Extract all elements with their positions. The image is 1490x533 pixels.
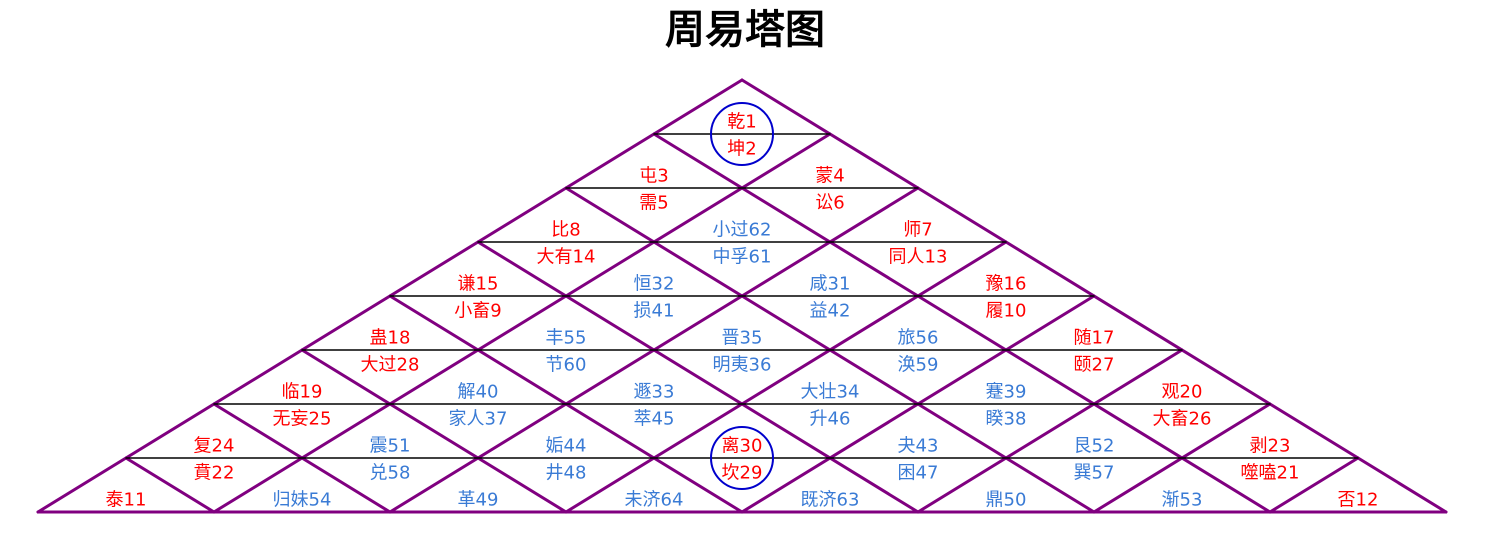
hexagram-label-top: 临19: [282, 382, 323, 403]
hexagram-label-bottom: 履10: [986, 301, 1027, 322]
page-title: 周易塔图: [665, 6, 825, 53]
hexagram-label-bottom: 明夷36: [713, 355, 772, 376]
hexagram-label-bottom: 大有14: [537, 247, 596, 268]
hexagram-label-bottom: 小畜9: [454, 301, 501, 322]
diagonal-left: [916, 348, 1184, 514]
circle-marks: [710, 102, 774, 490]
hexagram-label-top: 夬43: [898, 436, 939, 457]
hexagram-labels: 乾1 坤2 屯3 需5 蒙4 讼6 比8 大有14 小过62 中孚61 师7 同人13 谦15 小畜9 恒3…: [106, 112, 1379, 511]
hexagram-label-top: 咸31: [810, 274, 851, 295]
hexagram-label-bottom: 益42: [810, 301, 851, 322]
hexagram-label-base: 革49: [458, 490, 499, 511]
hexagram-label-top: 师7: [903, 220, 932, 241]
diagonal-left: [212, 132, 832, 514]
hexagram-label-top: 解40: [458, 382, 499, 403]
hexagram-label-top: 小过62: [713, 220, 772, 241]
hexagram-label-bottom: 井48: [546, 463, 587, 484]
hexagram-label-bottom: 大过28: [361, 355, 420, 376]
hexagram-label-bottom: 涣59: [898, 355, 939, 376]
hexagram-label-top: 大壮34: [801, 382, 860, 403]
hexagram-label-top: 豫16: [986, 274, 1027, 295]
diagonal-right: [652, 132, 1272, 514]
hexagram-label-bottom: 賁22: [194, 463, 235, 484]
hexagram-label-bottom: 中孚61: [713, 247, 772, 268]
diagonal-right: [300, 348, 568, 514]
hexagram-label-top: 晋35: [722, 328, 763, 349]
hexagram-label-bottom: 睽38: [986, 409, 1027, 430]
hexagram-label-bottom: 节60: [546, 355, 587, 376]
hexagram-label-top: 震51: [370, 436, 411, 457]
hexagram-label-bottom: 损41: [634, 301, 675, 322]
hexagram-label-bottom: 巽57: [1074, 463, 1115, 484]
hexagram-label-bottom: 讼6: [815, 193, 844, 214]
hexagram-label-base: 既济63: [801, 490, 860, 511]
hexagram-label-base: 未济64: [625, 490, 684, 511]
hexagram-label-top: 乾1: [727, 112, 756, 133]
hexagram-label-top: 蹇39: [986, 382, 1027, 403]
hexagram-label-top: 姤44: [546, 436, 587, 457]
hexagram-label-bottom: 颐27: [1074, 355, 1115, 376]
hexagram-label-top: 比8: [551, 220, 580, 241]
hexagram-label-base: 归妹54: [273, 490, 332, 511]
hexagram-label-top: 遯33: [634, 382, 675, 403]
hexagram-label-top: 恒32: [634, 274, 675, 295]
highlight-circle: [710, 102, 774, 166]
hexagram-label-base: 否12: [1338, 490, 1379, 511]
hexagram-label-bottom: 坎29: [722, 463, 763, 484]
hexagram-label-bottom: 需5: [639, 193, 668, 214]
diagonal-left: [1268, 456, 1360, 514]
grid-lines: [36, 78, 1448, 514]
diagonal-right: [124, 456, 216, 514]
hexagram-label-top: 艮52: [1074, 436, 1115, 457]
hexagram-label-bottom: 无妄25: [273, 409, 332, 430]
diagonal-left: [564, 240, 1008, 514]
hexagram-label-top: 屯3: [639, 166, 668, 187]
hexagram-label-top: 蛊18: [370, 328, 411, 349]
hexagram-label-top: 随17: [1074, 328, 1115, 349]
hexagram-label-bottom: 大畜26: [1153, 409, 1212, 430]
hexagram-label-bottom: 萃45: [634, 409, 675, 430]
hexagram-label-base: 渐53: [1162, 490, 1203, 511]
hexagram-label-top: 旅56: [898, 328, 939, 349]
hexagram-label-top: 谦15: [458, 274, 499, 295]
hexagram-label-bottom: 兑58: [370, 463, 411, 484]
hexagram-label-top: 剥23: [1250, 436, 1291, 457]
hexagram-label-top: 观20: [1162, 382, 1203, 403]
hexagram-label-bottom: 升46: [810, 409, 851, 430]
hexagram-label-bottom: 坤2: [727, 139, 756, 160]
hexagram-label-base: 鼎50: [986, 490, 1027, 511]
hexagram-label-top: 蒙4: [815, 166, 844, 187]
hexagram-label-bottom: 困47: [898, 463, 939, 484]
highlight-circle: [710, 426, 774, 490]
hexagram-label-top: 离30: [722, 436, 763, 457]
hexagram-label-bottom: 同人13: [889, 247, 948, 268]
hexagram-label-bottom: 噬嗑21: [1241, 463, 1300, 484]
diagonal-right: [476, 240, 920, 514]
hexagram-label-base: 泰11: [106, 490, 147, 511]
hexagram-label-top: 复24: [194, 436, 235, 457]
hexagram-label-bottom: 家人37: [449, 409, 508, 430]
hexagram-label-top: 丰55: [546, 328, 587, 349]
